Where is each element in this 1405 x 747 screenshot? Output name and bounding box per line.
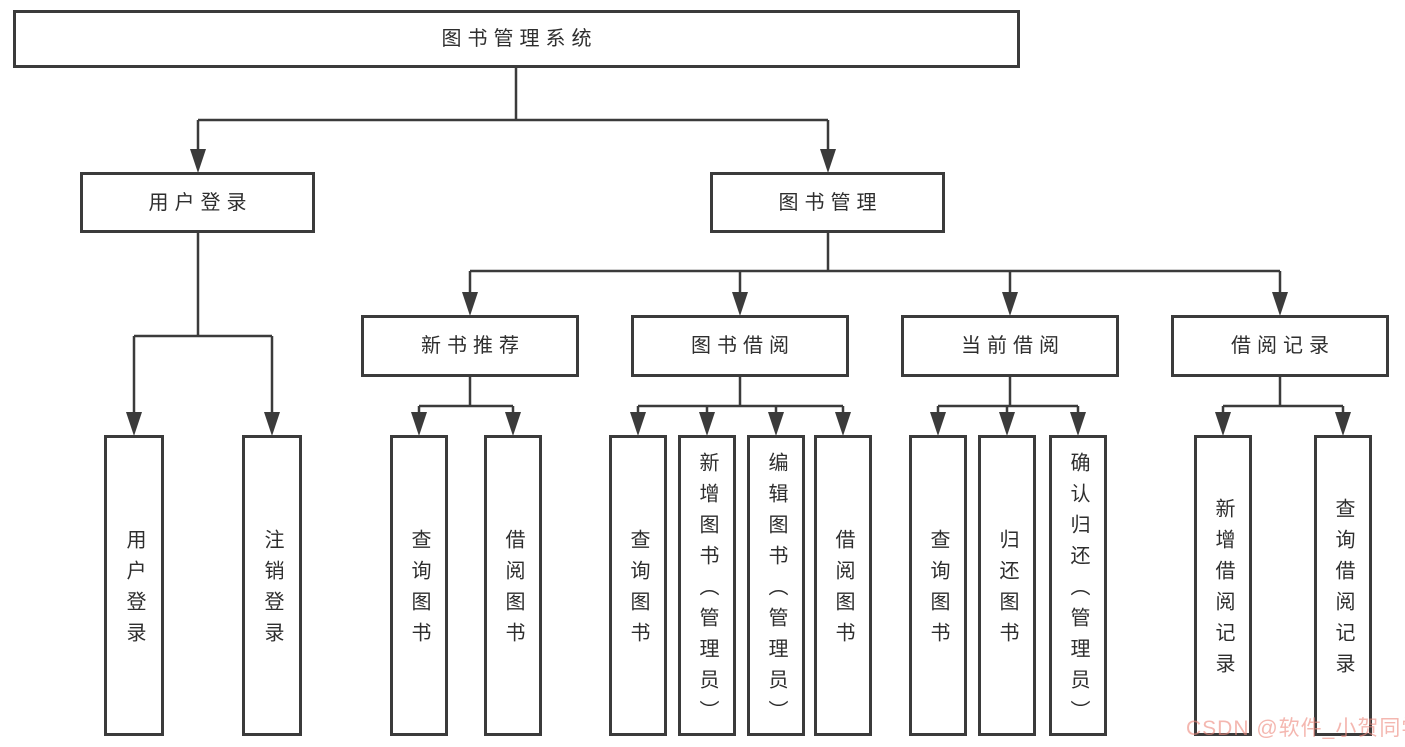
arrowhead-down-icon bbox=[768, 412, 784, 436]
leaf-query-books-current: 查询图书 bbox=[909, 435, 967, 736]
leaf-user-login: 用户登录 bbox=[104, 435, 164, 736]
leaf-add-borrow-record: 新增借阅记录 bbox=[1194, 435, 1252, 736]
edge-borrow-records-to-leaves bbox=[1215, 377, 1351, 436]
node-label: 用户登录 bbox=[148, 191, 253, 214]
arrowhead-down-icon bbox=[1215, 412, 1231, 436]
connector-line bbox=[1221, 377, 1345, 414]
arrowhead-down-icon bbox=[462, 292, 478, 316]
leaf-edit-books-admin: 编辑图书（管理员） bbox=[747, 435, 805, 736]
node-label: 当前借阅 bbox=[961, 335, 1065, 357]
node-book-management-branch: 图书管理 bbox=[710, 172, 945, 233]
edge-root-to-branches bbox=[190, 68, 836, 173]
node-label: 查询图书 bbox=[627, 529, 649, 653]
arrowhead-down-icon bbox=[1002, 292, 1018, 316]
node-label: 图书借阅 bbox=[691, 335, 795, 357]
node-label: 查询图书 bbox=[408, 529, 430, 653]
node-label: 新书推荐 bbox=[421, 335, 525, 357]
connector-line bbox=[636, 377, 845, 414]
edge-book-management-to-sections bbox=[462, 233, 1288, 316]
node-label: 用户登录 bbox=[123, 529, 145, 653]
node-label: 归还图书 bbox=[996, 529, 1018, 653]
node-user-login-branch: 用户登录 bbox=[80, 172, 315, 233]
edge-user-login-to-leaves bbox=[126, 233, 280, 436]
edge-book-borrow-to-leaves bbox=[630, 377, 851, 436]
leaf-query-books-recommend: 查询图书 bbox=[390, 435, 448, 736]
node-label: 图书管理 bbox=[778, 191, 883, 214]
leaf-borrow-books: 借阅图书 bbox=[814, 435, 872, 736]
arrowhead-down-icon bbox=[411, 412, 427, 436]
node-label: 借阅图书 bbox=[502, 529, 524, 653]
arrowhead-down-icon bbox=[1070, 412, 1086, 436]
arrowhead-down-icon bbox=[1335, 412, 1351, 436]
node-label: 确认归还（管理员） bbox=[1067, 451, 1089, 731]
node-borrow-records: 借阅记录 bbox=[1171, 315, 1389, 377]
arrowhead-down-icon bbox=[630, 412, 646, 436]
node-label: 查询图书 bbox=[927, 529, 949, 653]
leaf-query-books-borrow: 查询图书 bbox=[609, 435, 667, 736]
leaf-borrow-books-recommend: 借阅图书 bbox=[484, 435, 542, 736]
leaf-confirm-return-admin: 确认归还（管理员） bbox=[1049, 435, 1107, 736]
arrowhead-down-icon bbox=[1272, 292, 1288, 316]
arrowhead-down-icon bbox=[820, 149, 836, 173]
connector-line bbox=[936, 377, 1080, 414]
leaf-add-books-admin: 新增图书（管理员） bbox=[678, 435, 736, 736]
node-library-management-system: 图书管理系统 bbox=[13, 10, 1020, 68]
node-new-book-recommend: 新书推荐 bbox=[361, 315, 579, 377]
node-label: 查询借阅记录 bbox=[1332, 498, 1354, 684]
connector-line bbox=[196, 68, 830, 152]
arrowhead-down-icon bbox=[126, 412, 142, 436]
arrowhead-down-icon bbox=[999, 412, 1015, 436]
node-book-borrow: 图书借阅 bbox=[631, 315, 849, 377]
leaf-logout: 注销登录 bbox=[242, 435, 302, 736]
node-current-borrow: 当前借阅 bbox=[901, 315, 1119, 377]
node-label: 注销登录 bbox=[261, 529, 283, 653]
arrowhead-down-icon bbox=[930, 412, 946, 436]
node-label: 图书管理系统 bbox=[441, 28, 598, 50]
edge-current-borrow-to-leaves bbox=[930, 377, 1086, 436]
edge-new-book-recommend-to-leaves bbox=[411, 377, 521, 436]
arrowhead-down-icon bbox=[505, 412, 521, 436]
node-label: 编辑图书（管理员） bbox=[765, 451, 787, 731]
arrowhead-down-icon bbox=[732, 292, 748, 316]
connector-line bbox=[417, 377, 515, 414]
leaf-return-books: 归还图书 bbox=[978, 435, 1036, 736]
connector-line bbox=[132, 233, 274, 414]
arrowhead-down-icon bbox=[835, 412, 851, 436]
arrowhead-down-icon bbox=[190, 149, 206, 173]
node-label: 借阅记录 bbox=[1231, 335, 1335, 357]
csdn-watermark: CSDN @软件_小贺同学 bbox=[1186, 717, 1405, 740]
connector-line bbox=[468, 233, 1282, 294]
leaf-query-borrow-record: 查询借阅记录 bbox=[1314, 435, 1372, 736]
node-label: 新增借阅记录 bbox=[1212, 498, 1234, 684]
arrowhead-down-icon bbox=[264, 412, 280, 436]
arrowhead-down-icon bbox=[699, 412, 715, 436]
node-label: 借阅图书 bbox=[832, 529, 854, 653]
node-label: 新增图书（管理员） bbox=[696, 451, 718, 731]
